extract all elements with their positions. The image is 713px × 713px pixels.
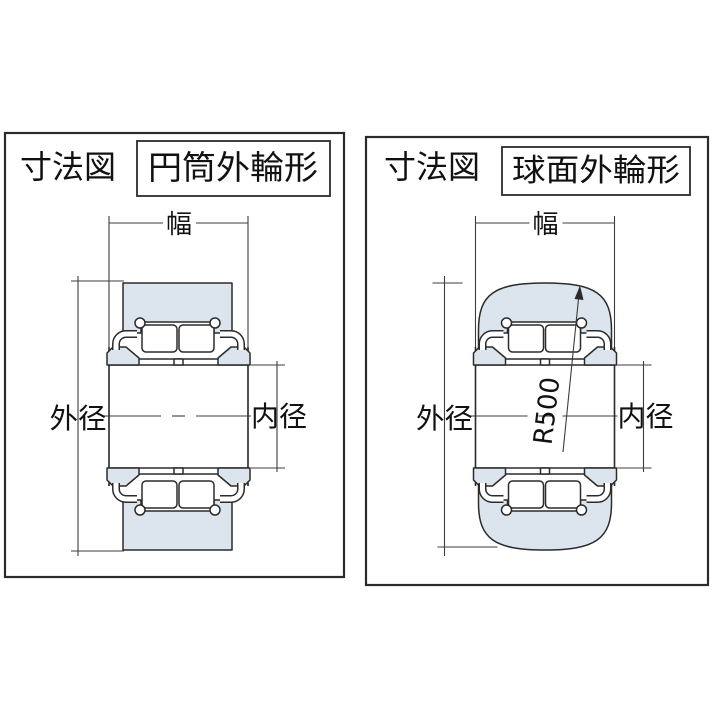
radius-label: R500	[528, 376, 566, 447]
panel-border	[364, 135, 710, 587]
corner-label: 寸法図	[20, 148, 116, 186]
left-panel: 寸法図 円筒外輪形	[3, 131, 346, 579]
title-box	[136, 140, 331, 197]
title-box	[501, 146, 691, 196]
radius-arrow	[562, 285, 584, 453]
bearing-drawing: R500	[416, 210, 674, 556]
right-panel: 寸法図 球面外輪形 R500	[364, 135, 710, 587]
bearing-drawing	[50, 210, 308, 556]
title-label: 円筒外輪形	[148, 148, 318, 187]
panel-border	[3, 131, 346, 579]
title-label: 球面外輪形	[512, 153, 680, 189]
corner-label: 寸法図	[384, 148, 480, 186]
